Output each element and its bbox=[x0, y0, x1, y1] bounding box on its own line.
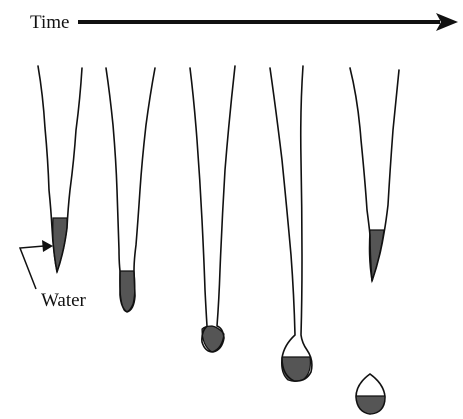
tube-outline bbox=[190, 66, 235, 352]
time-label: Time bbox=[30, 12, 69, 33]
drip-stage-5 bbox=[350, 68, 399, 281]
tube-outline bbox=[270, 66, 312, 381]
drip-stage-3 bbox=[190, 66, 235, 352]
callout-arrowhead-icon bbox=[42, 240, 53, 252]
drip-stage-2 bbox=[106, 68, 155, 312]
time-axis: Time bbox=[30, 12, 458, 33]
drip-stage-4 bbox=[270, 66, 312, 381]
water-label: Water bbox=[41, 290, 87, 311]
drip-stage-1 bbox=[38, 66, 82, 272]
drop-water-fill bbox=[356, 396, 385, 414]
callout-pointer bbox=[20, 246, 44, 289]
detached-drop bbox=[356, 374, 385, 414]
